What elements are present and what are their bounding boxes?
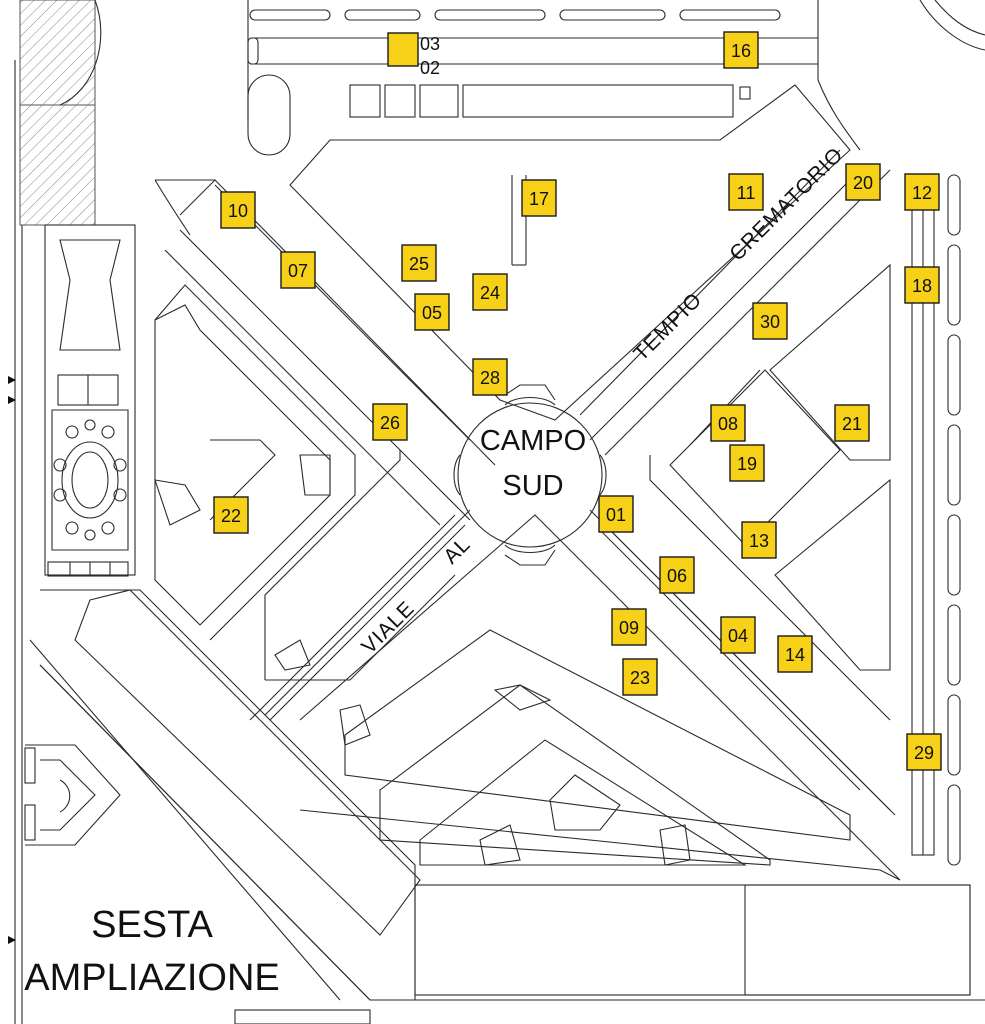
plot-marker-number: 04 — [728, 626, 748, 646]
plot-marker-09[interactable]: 09 — [611, 608, 647, 646]
plot-marker-number: 22 — [221, 506, 241, 526]
plot-marker-13[interactable]: 13 — [741, 521, 777, 559]
marker-03-label: 03 — [420, 34, 440, 54]
plot-marker-number: 05 — [422, 303, 442, 323]
campo-sud-label-line2: SUD — [502, 470, 563, 502]
plot-marker-box[interactable] — [622, 658, 658, 696]
plot-marker-box[interactable] — [472, 273, 508, 311]
plot-marker-11[interactable]: 11 — [728, 173, 764, 211]
plot-marker-06[interactable]: 06 — [659, 556, 695, 594]
sesta-ampliazione-line1: SESTA — [91, 904, 213, 946]
plot-marker-18[interactable]: 18 — [904, 266, 940, 304]
plot-marker-14[interactable]: 14 — [777, 635, 813, 673]
plot-marker-number: 19 — [737, 454, 757, 474]
plot-marker-number: 09 — [619, 618, 639, 638]
plot-marker-box[interactable] — [710, 404, 746, 442]
plot-marker-number: 17 — [529, 189, 549, 209]
plot-marker-box[interactable] — [845, 163, 881, 201]
plot-marker-number: 26 — [380, 413, 400, 433]
plot-marker-box[interactable] — [906, 733, 942, 771]
plot-marker-box[interactable] — [834, 404, 870, 442]
plot-marker-number: 08 — [718, 414, 738, 434]
plot-marker-number: 29 — [914, 743, 934, 763]
plot-marker-number: 28 — [480, 368, 500, 388]
plot-marker-08[interactable]: 08 — [710, 404, 746, 442]
plot-marker-box[interactable] — [752, 302, 788, 340]
plot-marker-box[interactable] — [720, 616, 756, 654]
plot-marker-box[interactable] — [414, 293, 450, 331]
road-label-al: AL — [439, 533, 475, 569]
plot-marker-box[interactable] — [401, 244, 437, 282]
plot-marker-box[interactable] — [280, 251, 316, 289]
plot-marker-box[interactable] — [741, 521, 777, 559]
plot-marker-number: 12 — [912, 183, 932, 203]
plot-marker-24[interactable]: 24 — [472, 273, 508, 311]
plot-marker-10[interactable]: 10 — [220, 191, 256, 229]
plot-marker-box[interactable] — [372, 403, 408, 441]
plot-marker-box[interactable] — [213, 496, 249, 534]
plot-marker-16[interactable]: 16 — [723, 31, 759, 69]
plot-marker-number: 01 — [606, 505, 626, 525]
plot-marker-28[interactable]: 28 — [472, 358, 508, 396]
plot-marker-box[interactable] — [904, 173, 940, 211]
plot-marker-number: 30 — [760, 312, 780, 332]
plot-marker-05[interactable]: 05 — [414, 293, 450, 331]
plot-marker-04[interactable]: 04 — [720, 616, 756, 654]
plot-marker-number: 18 — [912, 276, 932, 296]
plot-marker-22[interactable]: 22 — [213, 496, 249, 534]
plot-marker-box[interactable] — [611, 608, 647, 646]
plot-marker-number: 23 — [630, 668, 650, 688]
plot-marker-box[interactable] — [728, 173, 764, 211]
plot-marker-box[interactable] — [220, 191, 256, 229]
plot-marker-box[interactable] — [723, 31, 759, 69]
road-label-tempio: TEMPIO — [629, 288, 706, 365]
left-edge-arrows — [8, 376, 16, 944]
plot-marker-number: 25 — [409, 254, 429, 274]
plot-marker-26[interactable]: 26 — [372, 403, 408, 441]
plot-marker-12[interactable]: 12 — [904, 173, 940, 211]
plot-marker-box[interactable] — [521, 179, 557, 217]
plot-marker-23[interactable]: 23 — [622, 658, 658, 696]
plot-marker-box[interactable] — [659, 556, 695, 594]
plot-marker-19[interactable]: 19 — [729, 444, 765, 482]
plot-marker-07[interactable]: 07 — [280, 251, 316, 289]
plot-marker-01[interactable]: 01 — [598, 495, 634, 533]
sesta-ampliazione-line2: AMPLIAZIONE — [24, 957, 280, 999]
plot-marker-20[interactable]: 20 — [845, 163, 881, 201]
plot-marker-box[interactable] — [729, 444, 765, 482]
plot-marker-25[interactable]: 25 — [401, 244, 437, 282]
plot-marker-box[interactable] — [598, 495, 634, 533]
plot-marker-number: 20 — [853, 173, 873, 193]
road-label-viale: VIALE — [357, 597, 419, 659]
plot-marker-number: 07 — [288, 261, 308, 281]
map-linework — [14, 0, 985, 1024]
plot-marker-number: 11 — [737, 183, 756, 203]
plot-marker-number: 10 — [228, 201, 248, 221]
plot-markers: 01 04 05 06 07 08 09 10 11 12 13 14 16 17 18 19 20 21 22 23… — [213, 31, 942, 771]
plot-marker-number: 06 — [667, 566, 687, 586]
plot-marker-number: 24 — [480, 283, 500, 303]
plot-marker-box[interactable] — [904, 266, 940, 304]
plot-marker-29[interactable]: 29 — [906, 733, 942, 771]
plot-marker-number: 14 — [785, 645, 805, 665]
plot-marker-number: 16 — [731, 41, 751, 61]
campo-sud-label-line1: CAMPO — [480, 425, 586, 457]
plot-marker-number: 21 — [842, 414, 862, 434]
marker-02-label: 02 — [420, 58, 440, 78]
plot-marker-box[interactable] — [777, 635, 813, 673]
plot-marker-box[interactable] — [472, 358, 508, 396]
plot-marker-21[interactable]: 21 — [834, 404, 870, 442]
plot-marker-number: 13 — [749, 531, 769, 551]
plot-marker-30[interactable]: 30 — [752, 302, 788, 340]
plot-marker-17[interactable]: 17 — [521, 179, 557, 217]
marker-03-02[interactable] — [387, 32, 419, 67]
